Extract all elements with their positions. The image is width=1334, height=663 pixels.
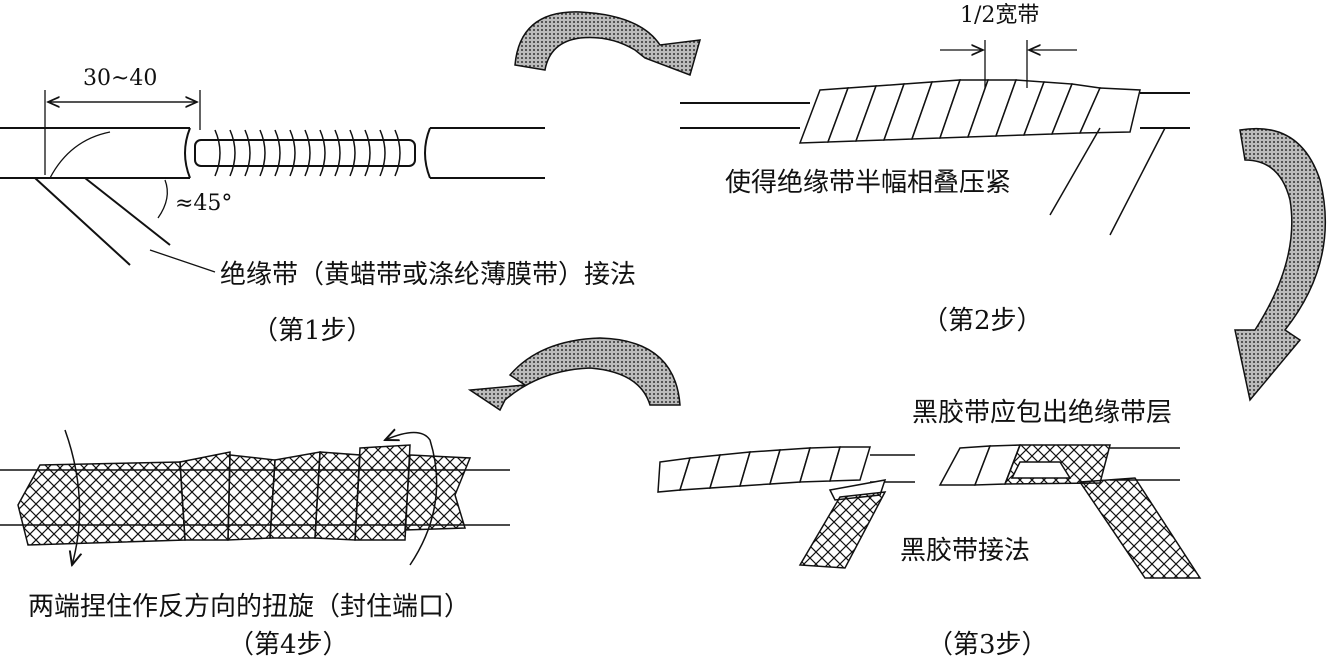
- step1-label: （第1步）: [252, 316, 373, 346]
- step4-label: （第4步）: [228, 630, 349, 660]
- curved-arrow-1-icon: [514, 11, 702, 76]
- curved-arrow-2-icon: [1234, 127, 1326, 402]
- step2-cable: [680, 40, 1190, 236]
- step4-caption: 两端捏住作反方向的扭旋（封住端口）: [28, 592, 471, 622]
- step2-caption: 使得绝缘带半幅相叠压紧: [725, 168, 1012, 198]
- step3-caption-top: 黑胶带应包出绝缘带层: [912, 398, 1173, 428]
- step3-right: [938, 444, 1202, 579]
- step1-caption: 绝缘带（黄蜡带或涤纶薄膜带）接法: [220, 260, 637, 290]
- step4-cable: [0, 430, 510, 565]
- step2-label: （第2步）: [922, 306, 1043, 336]
- step3-left: [657, 446, 915, 569]
- step1-dimension: 30~40: [83, 66, 158, 91]
- step3-label: （第3步）: [927, 630, 1048, 660]
- step2-dimension: 1/2宽带: [960, 3, 1040, 28]
- step1-cable: [0, 90, 545, 273]
- step3-caption-tape: 黑胶带接法: [900, 536, 1031, 566]
- step1-angle: ≈45°: [175, 191, 233, 216]
- curved-arrow-3-icon: [467, 337, 681, 412]
